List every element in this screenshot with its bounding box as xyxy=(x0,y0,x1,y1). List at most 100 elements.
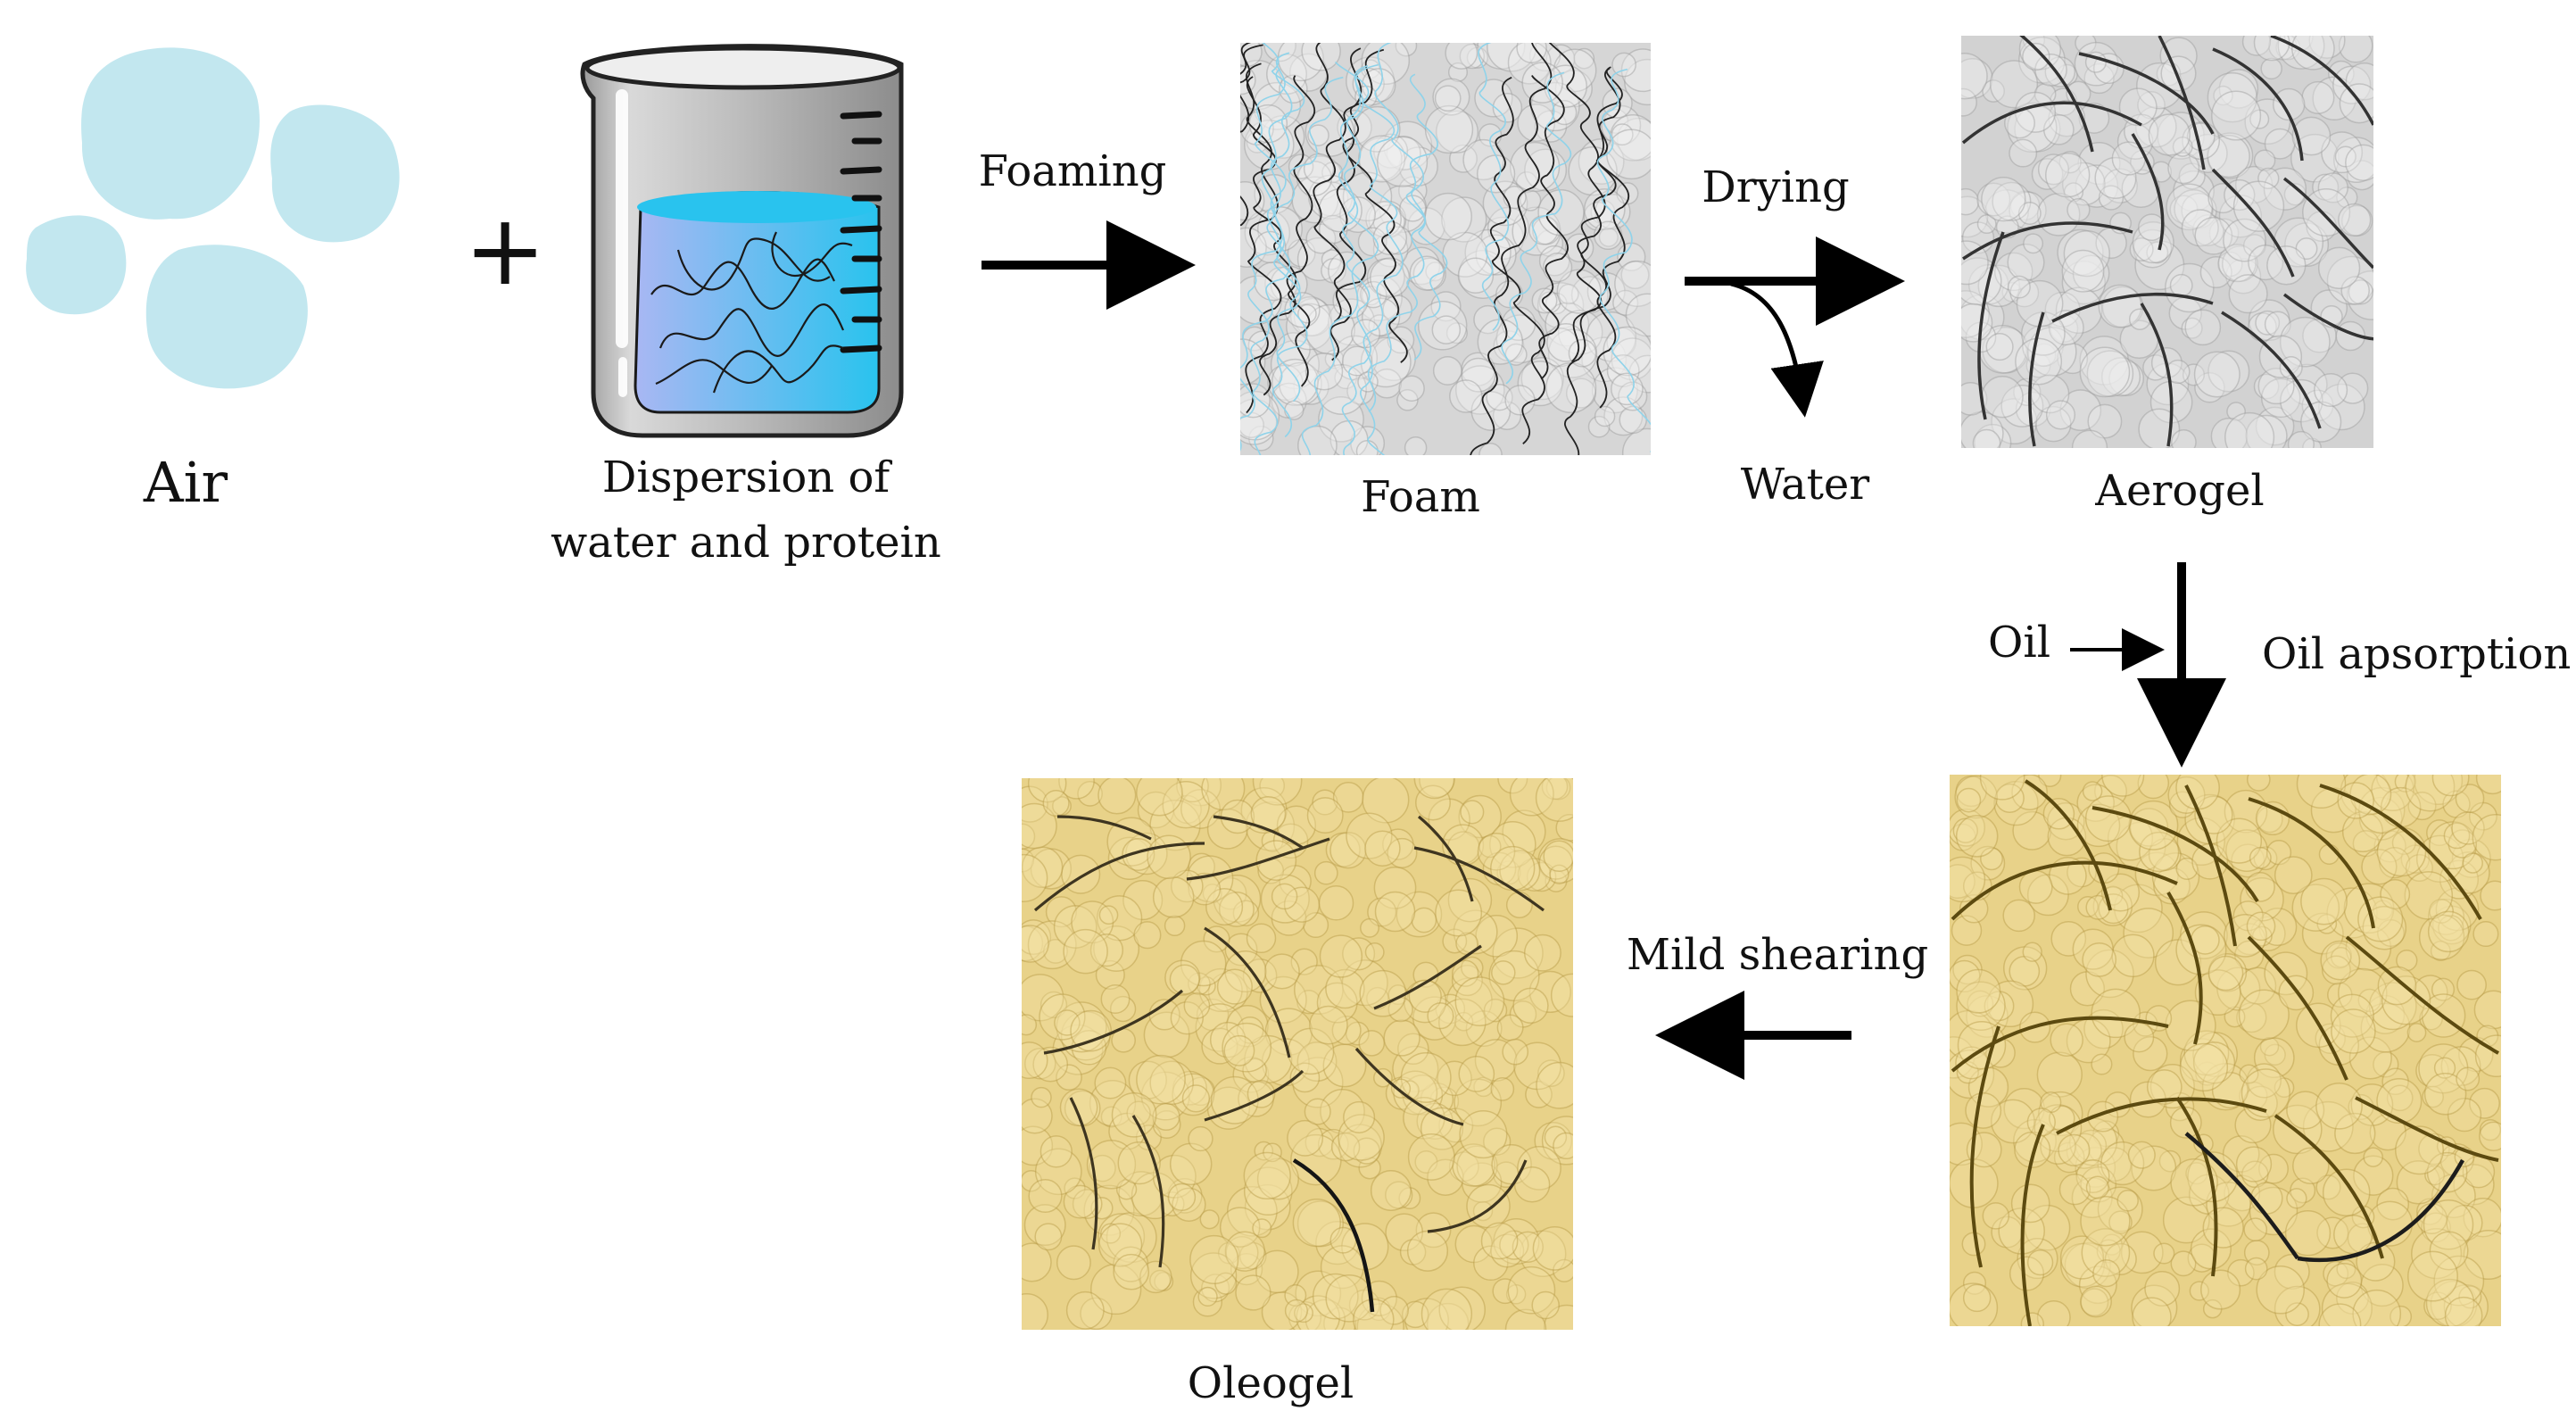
texture-bubble xyxy=(1517,858,1552,892)
texture-bubble xyxy=(2042,113,2075,145)
texture-bubble xyxy=(2082,942,2117,977)
texture-bubble xyxy=(1520,189,1542,212)
texture-bubble xyxy=(2302,437,2322,448)
texture-bubble xyxy=(1415,784,1451,821)
texture-bubble xyxy=(2407,792,2437,821)
texture-bubble xyxy=(2474,1034,2501,1078)
texture-bubble xyxy=(1303,153,1335,185)
texture-bubble xyxy=(2462,852,2483,874)
texture-bubble xyxy=(1976,182,2011,217)
texture-bubble xyxy=(1984,991,2015,1022)
texture-bubble xyxy=(2009,190,2041,221)
texture-bubble xyxy=(1496,860,1521,885)
texture-bubble xyxy=(2429,898,2454,924)
texture-bubble xyxy=(1244,1183,1291,1231)
texture-bubble xyxy=(2063,182,2084,203)
texture-bubble xyxy=(1306,797,1344,834)
texture-bubble xyxy=(2331,947,2352,968)
texture-bubble xyxy=(1100,1106,1122,1128)
texture-bubble xyxy=(2431,775,2470,797)
texture-bubble xyxy=(2017,202,2042,225)
texture-bubble xyxy=(2211,1072,2249,1108)
texture-bubble xyxy=(1454,1011,1474,1032)
texture-bubble xyxy=(1451,965,1483,997)
texture-bubble xyxy=(2101,775,2145,797)
protein-strand xyxy=(1247,52,1290,455)
texture-bubble xyxy=(1022,1014,1038,1036)
texture-bubble xyxy=(1961,240,1989,286)
texture-bubble xyxy=(1322,1043,1367,1088)
texture-bubble xyxy=(1312,1273,1359,1320)
texture-bubble xyxy=(1098,905,1119,925)
texture-bubble xyxy=(1094,1066,1127,1100)
texture-bubble xyxy=(1364,830,1401,867)
texture-bubble xyxy=(1323,1307,1356,1330)
texture-bubble xyxy=(2007,275,2031,299)
texture-bubble xyxy=(2379,847,2411,879)
air-bubbles-icon xyxy=(26,47,400,389)
texture-bubble xyxy=(2185,1162,2208,1185)
texture-bubble xyxy=(2092,886,2133,926)
texture-bubble xyxy=(1512,1231,1544,1263)
texture-bubble xyxy=(2448,829,2477,859)
texture-bubble xyxy=(2284,222,2330,268)
protein-strand xyxy=(1333,48,1385,323)
texture-bubble xyxy=(1956,787,1982,813)
texture-bubble xyxy=(1453,909,1498,955)
texture-bubble xyxy=(2033,1104,2083,1152)
texture-bubble xyxy=(2053,1141,2085,1174)
texture-bubble xyxy=(2363,1147,2383,1167)
texture-bubble xyxy=(2207,952,2248,992)
texture-bubble xyxy=(1289,295,1330,337)
texture-bubble xyxy=(1499,1230,1529,1260)
texture-bubble xyxy=(1621,427,1651,455)
texture-bubble xyxy=(1206,808,1248,850)
texture-bubble xyxy=(2345,925,2392,972)
protein-strand xyxy=(1548,43,1617,409)
texture-bubble xyxy=(1961,187,1980,216)
texture-bubble xyxy=(1071,900,1114,944)
texture-bubble xyxy=(1296,1041,1338,1083)
texture-bubble xyxy=(1606,129,1651,180)
texture-bubble xyxy=(1979,775,2025,801)
texture-bubble xyxy=(1240,227,1267,268)
oleogel-fragments xyxy=(1033,815,1545,1268)
texture-bubble xyxy=(1538,845,1573,880)
texture-bubble xyxy=(1543,840,1573,872)
texture-bubble xyxy=(1137,791,1175,829)
texture-bubble xyxy=(1545,44,1576,74)
texture-bubble xyxy=(1342,937,1376,971)
texture-bubble xyxy=(2245,872,2275,902)
texture-bubble xyxy=(1045,896,1077,928)
texture-bubble xyxy=(1172,1073,1215,1116)
texture-bubble xyxy=(2357,988,2381,1013)
texture-bubble xyxy=(1962,1283,1992,1313)
texture-bubble xyxy=(1986,980,2034,1028)
texture-bubble xyxy=(1537,838,1573,884)
texture-bubble xyxy=(1198,967,1243,1012)
texture-bubble xyxy=(2153,1242,2175,1265)
texture-bubble xyxy=(2035,405,2072,443)
texture-bubble xyxy=(1509,1000,1537,1028)
texture-bubble xyxy=(1531,287,1558,314)
texture-bubble xyxy=(1962,1271,1987,1295)
texture-bubble xyxy=(1404,1298,1449,1330)
texture-bubble xyxy=(2160,55,2197,92)
texture-bubble xyxy=(1961,53,1988,100)
texture-bubble xyxy=(2002,899,2035,933)
texture-bubble xyxy=(2334,145,2357,168)
texture-bubble xyxy=(1358,1030,1386,1057)
texture-bubble xyxy=(1152,1110,1181,1139)
texture-bubble xyxy=(2341,810,2384,853)
texture-bubble xyxy=(2087,403,2123,439)
texture-bubble xyxy=(2264,128,2296,160)
texture-bubble xyxy=(1296,990,1321,1015)
texture-bubble xyxy=(2018,36,2066,84)
texture-bubble xyxy=(1147,834,1191,880)
texture-bubble xyxy=(1305,223,1337,254)
texture-bubble xyxy=(2317,172,2348,203)
texture-bubble xyxy=(2479,1121,2501,1151)
texture-bubble xyxy=(2239,1081,2268,1111)
texture-bubble xyxy=(2181,192,2217,229)
texture-bubble xyxy=(1166,1178,1203,1214)
